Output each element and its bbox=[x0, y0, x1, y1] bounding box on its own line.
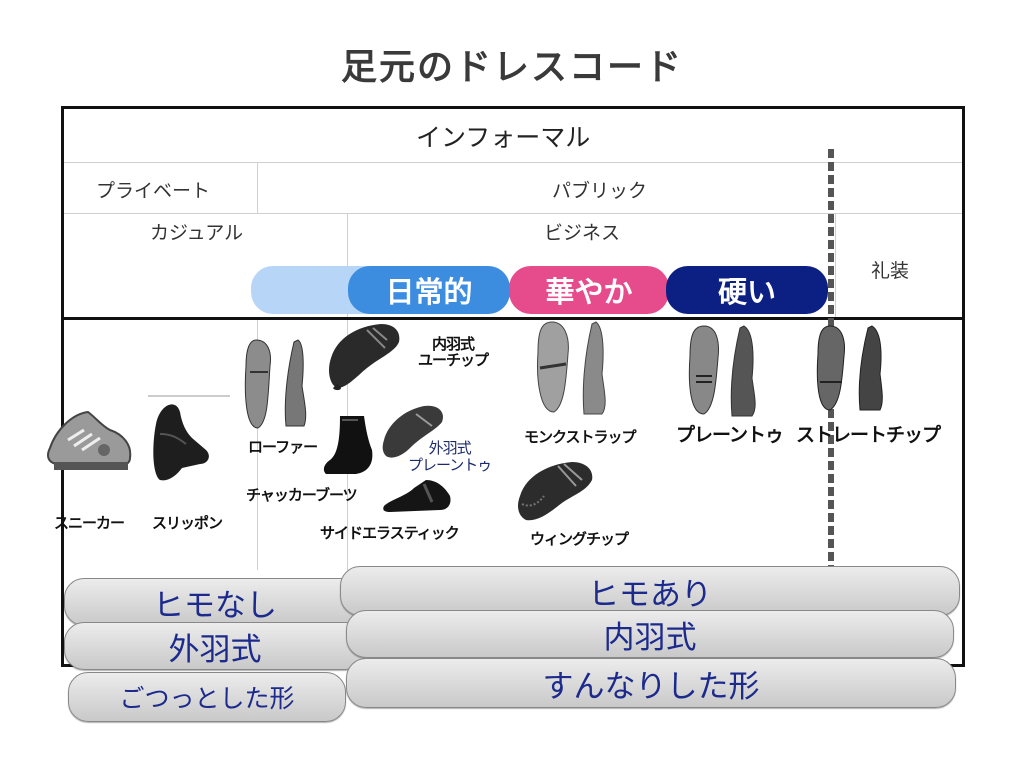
sotobane-bar: 外羽式 bbox=[64, 622, 366, 670]
straighttip-icon bbox=[812, 322, 892, 414]
page-title: 足元のドレスコード bbox=[340, 46, 683, 88]
public-label: パブリック bbox=[552, 180, 648, 202]
chukka-label: チャッカーブーツ bbox=[246, 486, 358, 504]
straighttip-label: ストレートチップ bbox=[796, 424, 941, 446]
divider bbox=[64, 213, 962, 214]
flashy-pill: 華やか bbox=[509, 266, 669, 314]
chunky-shape-bar: ごつっとした形 bbox=[68, 672, 346, 722]
laces-bar: ヒモあり bbox=[340, 566, 960, 616]
sidegore-label: サイドエラスティック bbox=[320, 524, 460, 542]
loafer-icon bbox=[238, 336, 318, 432]
monkstrap-label: モンクストラップ bbox=[524, 428, 637, 446]
informal-label: インフォーマル bbox=[416, 123, 591, 152]
divider bbox=[257, 320, 258, 570]
chukka-icon bbox=[320, 410, 378, 478]
business-label: ビジネス bbox=[544, 222, 621, 244]
divider bbox=[257, 162, 258, 214]
divider bbox=[64, 162, 962, 163]
everyday-pill: 日常的 bbox=[348, 266, 510, 314]
uchibane-utip-icon bbox=[327, 318, 405, 394]
plaintoe-icon bbox=[682, 322, 768, 420]
uchibane-bar: 内羽式 bbox=[346, 610, 954, 658]
sotobane-plaintoe-icon bbox=[380, 396, 448, 462]
monkstrap-icon bbox=[530, 318, 616, 418]
slipon-label: スリッポン bbox=[152, 514, 223, 532]
loafer-label: ローファー bbox=[248, 438, 318, 456]
sneaker-icon bbox=[44, 400, 136, 478]
no-laces-bar: ヒモなし bbox=[64, 578, 366, 626]
casual-label: カジュアル bbox=[150, 222, 244, 244]
divider bbox=[347, 213, 348, 318]
formal-label: 礼装 bbox=[871, 260, 910, 282]
wingtip-label: ウィングチップ bbox=[530, 530, 629, 548]
private-label: プライベート bbox=[96, 180, 211, 202]
sneaker-label: スニーカー bbox=[54, 514, 125, 532]
divider bbox=[835, 213, 836, 318]
plaintoe-label: プレーントゥ bbox=[676, 424, 784, 446]
thick-divider bbox=[64, 317, 962, 320]
sleek-shape-bar: すんなりした形 bbox=[346, 658, 956, 708]
sidegore-icon bbox=[380, 476, 454, 516]
slipon-icon bbox=[146, 394, 232, 490]
stiff-pill: 硬い bbox=[666, 266, 828, 314]
wingtip-icon bbox=[516, 456, 600, 526]
uchibane-utip-label: 内羽式 ユーチップ bbox=[418, 335, 489, 369]
sotobane-plaintoe-label: 外羽式 プレーントゥ bbox=[408, 439, 492, 474]
